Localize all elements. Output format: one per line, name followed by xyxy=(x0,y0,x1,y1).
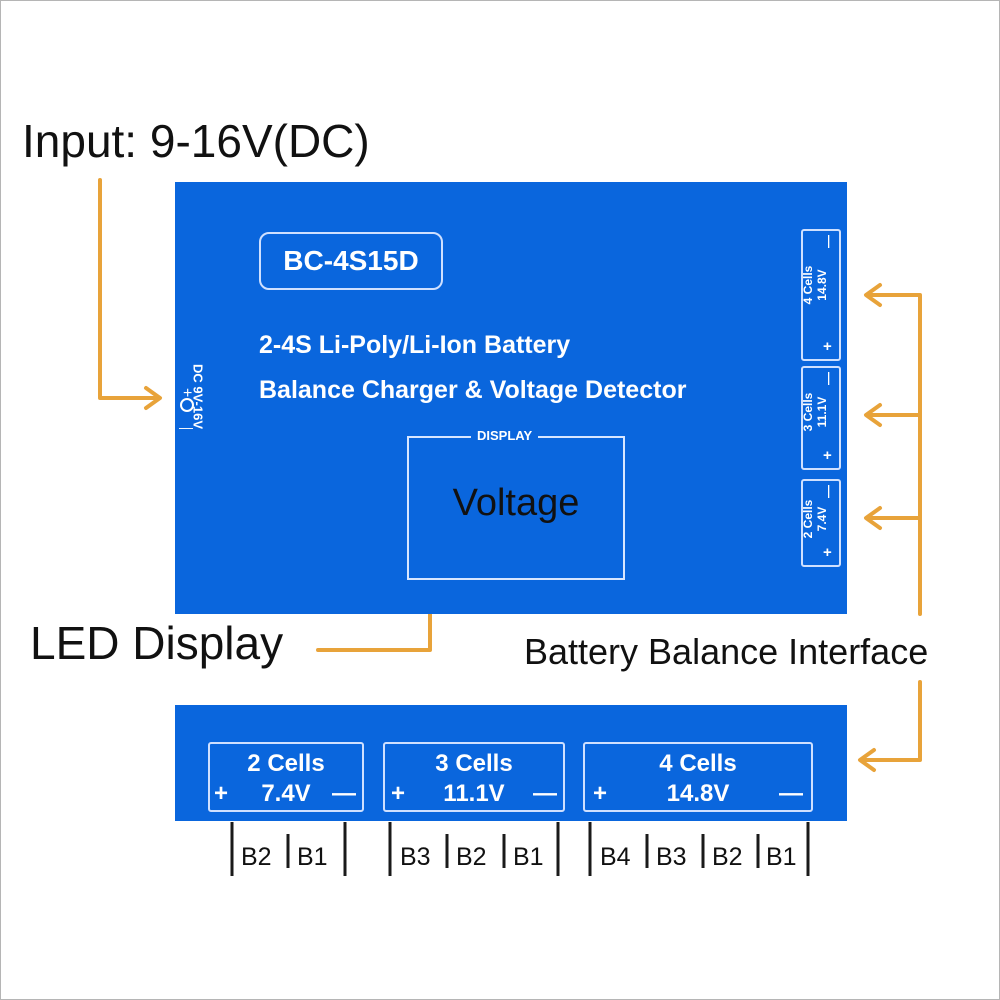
display-voltage-text: Voltage xyxy=(452,482,580,524)
pin-label: B1 xyxy=(513,843,544,871)
bottom-port-minus: — xyxy=(779,780,803,807)
dc-jack-minus: — xyxy=(179,419,193,435)
pin-label: B1 xyxy=(766,843,797,871)
pin-label: B2 xyxy=(712,843,743,871)
input-arrowhead xyxy=(144,386,162,410)
input-arrow-line xyxy=(98,178,160,400)
bottom-port-voltage: 11.1V xyxy=(443,780,505,807)
arrowhead-3cells xyxy=(864,403,882,427)
bottom-port-minus: — xyxy=(533,780,557,807)
bottom-port-voltage: 7.4V xyxy=(261,780,311,807)
input-voltage-label: Input: 9-16V(DC) xyxy=(22,115,370,167)
bottom-port-4cells: 4 Cells + 14.8V — xyxy=(583,742,813,812)
led-display-label: LED Display xyxy=(30,617,284,669)
side-port-3cells: — 3 Cells 11.1V + xyxy=(801,366,841,470)
board-description-line2: Balance Charger & Voltage Detector xyxy=(259,376,687,404)
dc-jack-icon xyxy=(180,398,194,412)
model-badge: BC-4S15D xyxy=(259,232,443,290)
pin-label: B2 xyxy=(456,843,487,871)
dc-jack-plus: + xyxy=(183,385,193,402)
arrowhead-2cells xyxy=(864,506,882,530)
bottom-port-minus: — xyxy=(332,780,356,807)
bottom-port-3cells: 3 Cells + 11.1V — xyxy=(383,742,565,812)
bottom-port-plus: + xyxy=(391,780,406,807)
board-edge-view: 2 Cells + 7.4V — 3 Cells + 11.1V — 4 Cel… xyxy=(175,705,847,821)
charger-board: BC-4S15D 2-4S Li-Poly/Li-Ion Battery Bal… xyxy=(175,182,847,614)
bottom-port-plus: + xyxy=(593,780,608,807)
pin-label: B3 xyxy=(656,843,687,871)
side-port-4cells: — 4 Cells 14.8V + xyxy=(801,229,841,361)
display-label: DISPLAY xyxy=(471,429,539,442)
pin-label: B3 xyxy=(400,843,431,871)
side-port-plus: + xyxy=(823,447,832,464)
side-port-plus: + xyxy=(823,338,832,355)
bottom-port-cells: 4 Cells xyxy=(659,750,737,777)
pin-label: B4 xyxy=(600,843,631,871)
board-description-line1: 2-4S Li-Poly/Li-Ion Battery xyxy=(259,331,571,359)
battery-balance-interface-label: Battery Balance Interface xyxy=(524,631,929,672)
arrowhead-bottom-ports xyxy=(858,748,876,772)
side-port-2cells: — 2 Cells 7.4V + xyxy=(801,479,841,567)
arrowhead-4cells xyxy=(864,283,882,307)
balance-bracket-top xyxy=(866,293,922,616)
model-name: BC-4S15D xyxy=(283,245,419,276)
bottom-port-plus: + xyxy=(214,780,229,807)
side-port-plus: + xyxy=(823,544,832,561)
pin-label: B1 xyxy=(297,843,328,871)
bottom-port-voltage: 14.8V xyxy=(666,780,730,807)
pin-label: B2 xyxy=(241,843,272,871)
led-display-window: DISPLAY Voltage xyxy=(407,429,625,580)
bottom-port-cells: 3 Cells xyxy=(435,750,513,777)
balance-bracket-bottom xyxy=(860,680,922,762)
bottom-port-2cells: 2 Cells + 7.4V — xyxy=(208,742,364,812)
bottom-port-cells: 2 Cells xyxy=(247,750,325,777)
